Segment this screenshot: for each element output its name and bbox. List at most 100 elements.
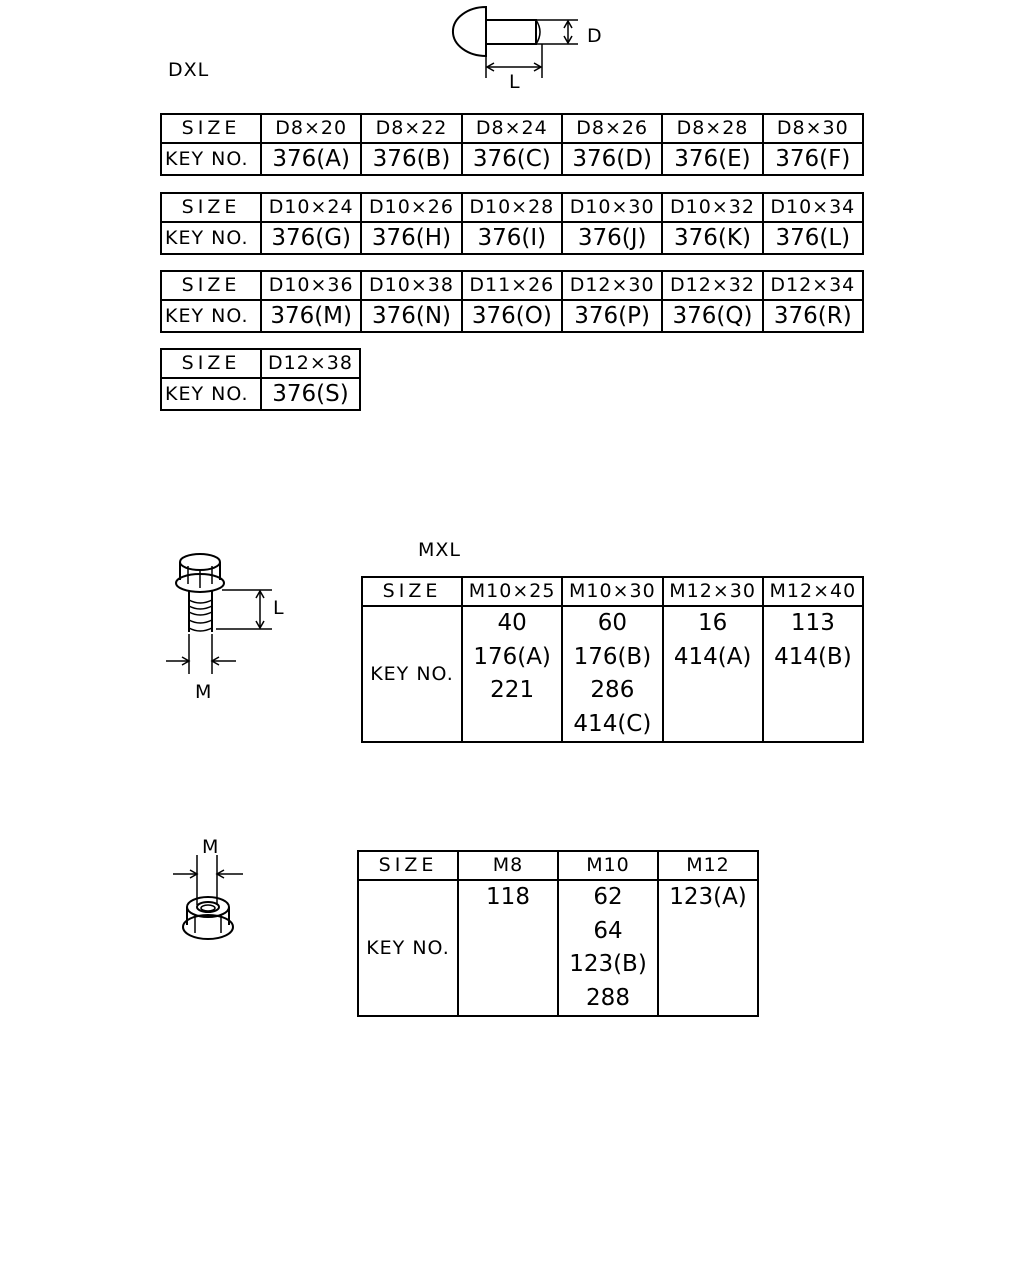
size-cell: D11×26 xyxy=(460,270,563,301)
size-cell: M12 xyxy=(657,850,759,881)
size-cell: D8×28 xyxy=(661,113,764,144)
size-cell: D10×36 xyxy=(259,270,363,301)
size-cell: D8×26 xyxy=(560,113,664,144)
bolt-dim-m-label: M xyxy=(195,681,213,703)
size-cell: D8×24 xyxy=(460,113,563,144)
size-cell: D10×26 xyxy=(360,192,463,223)
size-cell: M8 xyxy=(457,850,559,881)
key-no-header: KEY NO. xyxy=(361,605,463,743)
size-header: SIZE xyxy=(357,850,459,881)
key-no-value: 414(A) xyxy=(673,643,752,670)
bolt-dim-l-label: L xyxy=(273,597,285,619)
size-cell: D8×22 xyxy=(360,113,463,144)
key-no-value: 62 xyxy=(593,884,623,910)
bolt-code-label: MXL xyxy=(418,539,461,561)
key-no-cell: 376(A) xyxy=(259,142,363,176)
key-no-cell: 123(A) xyxy=(657,879,759,1017)
bolt-drawing xyxy=(166,553,272,674)
size-header: SIZE xyxy=(160,113,262,144)
size-header: SIZE xyxy=(361,576,463,607)
size-cell: D12×38 xyxy=(260,348,361,379)
key-no-cell: 113 414(B) xyxy=(761,605,865,743)
key-no-cell: 376(K) xyxy=(661,221,764,255)
bolt-size-table: SIZE M10×25 M10×30 M12×30 M12×40 KEY NO.… xyxy=(361,576,865,743)
key-no-value: 123(B) xyxy=(569,951,647,977)
key-no-value: 221 xyxy=(490,677,535,703)
key-no-cell: 376(L) xyxy=(761,221,865,255)
size-cell: M10 xyxy=(557,850,659,881)
size-cell: D12×30 xyxy=(560,270,664,301)
table-row: SIZE D12×38 xyxy=(160,348,361,379)
size-cell: D10×34 xyxy=(761,192,865,223)
key-no-cell: 376(G) xyxy=(259,221,363,255)
nut-dim-m-label: M xyxy=(202,836,220,858)
key-no-header: KEY NO. xyxy=(160,377,262,411)
rivet-dim-l-label: L xyxy=(509,71,521,93)
key-no-cell: 376(R) xyxy=(761,299,865,333)
key-no-cell: 376(P) xyxy=(560,299,664,333)
table-row: KEY NO. 376(M) 376(N) 376(O) 376(P) 376(… xyxy=(160,299,865,333)
size-cell: D12×34 xyxy=(761,270,865,301)
key-no-cell: 376(I) xyxy=(460,221,563,255)
key-no-cell: 376(S) xyxy=(260,377,361,411)
rivet-code-label: DXL xyxy=(168,59,210,81)
rivet-size-table-2: SIZE D10×24 D10×26 D10×28 D10×30 D10×32 … xyxy=(160,192,865,255)
table-row: SIZE D8×20 D8×22 D8×24 D8×26 D8×28 D8×30 xyxy=(160,113,865,144)
key-no-cell: 16 414(A) xyxy=(661,605,764,743)
size-cell: D12×32 xyxy=(661,270,764,301)
key-no-value: 414(C) xyxy=(573,710,652,737)
key-no-value: 288 xyxy=(586,984,630,1011)
size-cell: M12×40 xyxy=(761,576,865,607)
rivet-size-table-1: SIZE D8×20 D8×22 D8×24 D8×26 D8×28 D8×30… xyxy=(160,113,865,176)
key-no-cell: 376(O) xyxy=(460,299,563,333)
size-cell: D10×30 xyxy=(560,192,664,223)
key-no-header: KEY NO. xyxy=(357,879,459,1017)
table-row: KEY NO. 376(G) 376(H) 376(I) 376(J) 376(… xyxy=(160,221,865,255)
size-cell: D8×20 xyxy=(259,113,363,144)
table-row: KEY NO. 40 176(A) 221 60 176(B) 286 414(… xyxy=(361,605,865,743)
key-no-value: 64 xyxy=(593,917,623,944)
key-no-cell: 376(D) xyxy=(560,142,664,176)
key-no-value: 16 xyxy=(697,610,728,636)
size-header: SIZE xyxy=(160,270,262,301)
key-no-cell: 376(Q) xyxy=(661,299,764,333)
table-row: SIZE M10×25 M10×30 M12×30 M12×40 xyxy=(361,576,865,607)
key-no-cell: 60 176(B) 286 414(C) xyxy=(561,605,664,743)
key-no-value: 113 xyxy=(790,610,835,636)
key-no-value: 123(A) xyxy=(669,884,747,910)
key-no-cell: 376(F) xyxy=(761,142,865,176)
size-cell: D10×28 xyxy=(460,192,563,223)
key-no-value: 40 xyxy=(497,610,527,636)
size-cell: D10×24 xyxy=(259,192,363,223)
key-no-value: 60 xyxy=(597,610,628,636)
key-no-value: 176(B) xyxy=(573,643,652,670)
rivet-dim-d-label: D xyxy=(587,25,603,47)
size-cell: M10×30 xyxy=(561,576,664,607)
size-cell: M12×30 xyxy=(661,576,764,607)
key-no-cell: 118 xyxy=(457,879,559,1017)
key-no-header: KEY NO. xyxy=(160,299,262,333)
nut-drawing xyxy=(173,855,243,940)
key-no-cell: 376(H) xyxy=(360,221,463,255)
table-row: KEY NO. 118 62 64 123(B) 288 123(A) xyxy=(357,879,759,1017)
rivet-drawing xyxy=(451,5,578,78)
size-cell: M10×25 xyxy=(460,576,564,607)
key-no-cell: 376(C) xyxy=(460,142,563,176)
table-row: SIZE M8 M10 M12 xyxy=(357,850,759,881)
table-row: SIZE D10×24 D10×26 D10×28 D10×30 D10×32 … xyxy=(160,192,865,223)
size-cell: D10×38 xyxy=(360,270,463,301)
size-cell: D10×32 xyxy=(661,192,764,223)
rivet-size-table-4: SIZE D12×38 KEY NO. 376(S) xyxy=(160,348,361,411)
table-row: SIZE D10×36 D10×38 D11×26 D12×30 D12×32 … xyxy=(160,270,865,301)
key-no-value: 286 xyxy=(590,677,635,703)
key-no-cell: 376(B) xyxy=(360,142,463,176)
table-row: KEY NO. 376(S) xyxy=(160,377,361,411)
nut-size-table: SIZE M8 M10 M12 KEY NO. 118 62 64 123(B)… xyxy=(357,850,759,1017)
key-no-cell: 376(J) xyxy=(560,221,664,255)
key-no-cell: 40 176(A) 221 xyxy=(460,605,564,743)
key-no-header: KEY NO. xyxy=(160,221,262,255)
size-cell: D8×30 xyxy=(761,113,865,144)
rivet-size-table-3: SIZE D10×36 D10×38 D11×26 D12×30 D12×32 … xyxy=(160,270,865,333)
key-no-cell: 376(M) xyxy=(259,299,363,333)
key-no-cell: 62 64 123(B) 288 xyxy=(557,879,659,1017)
